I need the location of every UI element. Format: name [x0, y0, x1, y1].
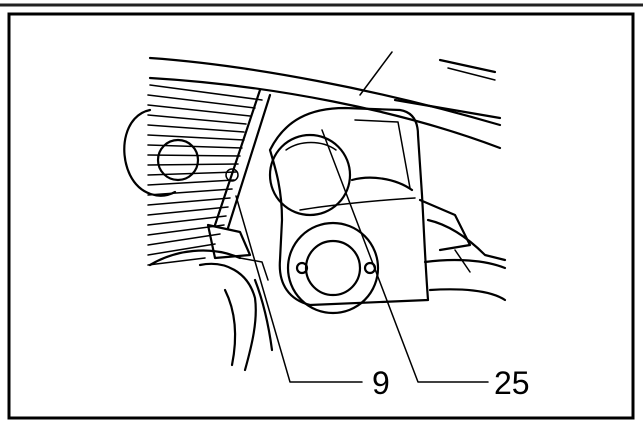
starter-pulley [123, 108, 200, 197]
leader-25 [321, 129, 489, 383]
engine-fins [147, 84, 263, 266]
hand [148, 249, 274, 372]
leader-9 [235, 195, 363, 383]
guide-bar [148, 56, 502, 150]
bar-leader [359, 51, 393, 96]
screwdriver-tool [206, 88, 272, 260]
clutch-cover [268, 106, 430, 307]
sprocket-cover [286, 221, 380, 315]
clutch-drum [268, 133, 352, 217]
chain-tensioner [418, 198, 507, 302]
figure-frame [7, 12, 635, 420]
callout-25: 25 [494, 365, 530, 401]
callout-9: 9 [372, 365, 390, 401]
